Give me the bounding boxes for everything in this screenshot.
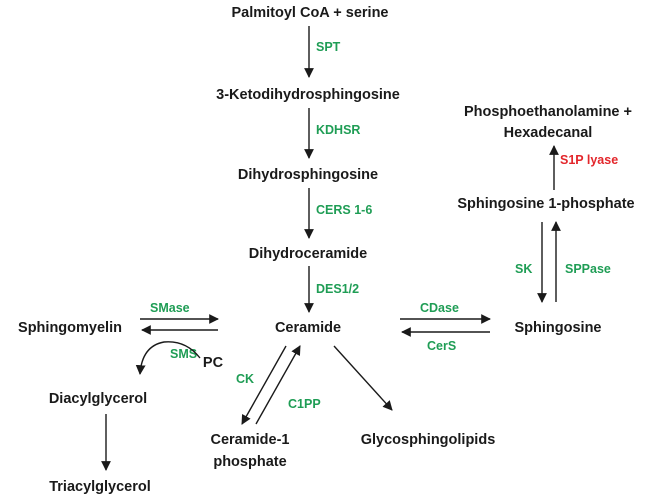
enzyme-sms: SMS: [170, 347, 197, 361]
node-glycosphingolipids: Glycosphingolipids: [361, 432, 496, 448]
node-3-ketodihydrosphingosine: 3-Ketodihydrosphingosine: [216, 87, 400, 103]
enzyme-cers-1-6: CERS 1-6: [316, 203, 372, 217]
enzyme-sppase: SPPase: [565, 262, 611, 276]
arrow-sms-pc-to-diacylglycerol: [135, 341, 201, 375]
node-pc: PC: [203, 355, 224, 371]
enzyme-sk: SK: [515, 262, 532, 276]
node-diacylglycerol: Diacylglycerol: [49, 391, 147, 407]
arrow-c1pp-c1p-to-ceramide: [255, 345, 301, 425]
node-phosphoethanolamine-line1: Phosphoethanolamine +: [464, 104, 632, 120]
node-ceramide-1-phosphate-line1: Ceramide-1: [211, 432, 290, 448]
arrow-ck-ceramide-to-c1p: [241, 345, 287, 425]
enzyme-spt: SPT: [316, 40, 341, 54]
enzyme-s1p-lyase: S1P lyase: [560, 153, 618, 167]
node-palmitoyl-coa-serine: Palmitoyl CoA + serine: [231, 5, 388, 21]
arrow-ceramide-to-glycosphingolipids: [333, 345, 393, 411]
node-sphingosine: Sphingosine: [515, 320, 602, 336]
enzyme-cers: CerS: [427, 339, 456, 353]
enzyme-smase: SMase: [150, 301, 190, 315]
node-sphingosine-1-phosphate: Sphingosine 1-phosphate: [457, 196, 634, 212]
node-phosphoethanolamine-line2: Hexadecanal: [504, 125, 593, 141]
node-ceramide: Ceramide: [275, 320, 341, 336]
node-dihydrosphingosine: Dihydrosphingosine: [238, 167, 378, 183]
enzyme-cdase: CDase: [420, 301, 459, 315]
node-triacylglycerol: Triacylglycerol: [49, 479, 151, 495]
enzyme-des1-2: DES1/2: [316, 282, 359, 296]
node-dihydroceramide: Dihydroceramide: [249, 246, 367, 262]
node-ceramide-1-phosphate-line2: phosphate: [213, 454, 286, 470]
enzyme-ck: CK: [236, 372, 254, 386]
enzyme-kdhsr: KDHSR: [316, 123, 360, 137]
node-sphingomyelin: Sphingomyelin: [18, 320, 122, 336]
enzyme-c1pp: C1PP: [288, 397, 321, 411]
